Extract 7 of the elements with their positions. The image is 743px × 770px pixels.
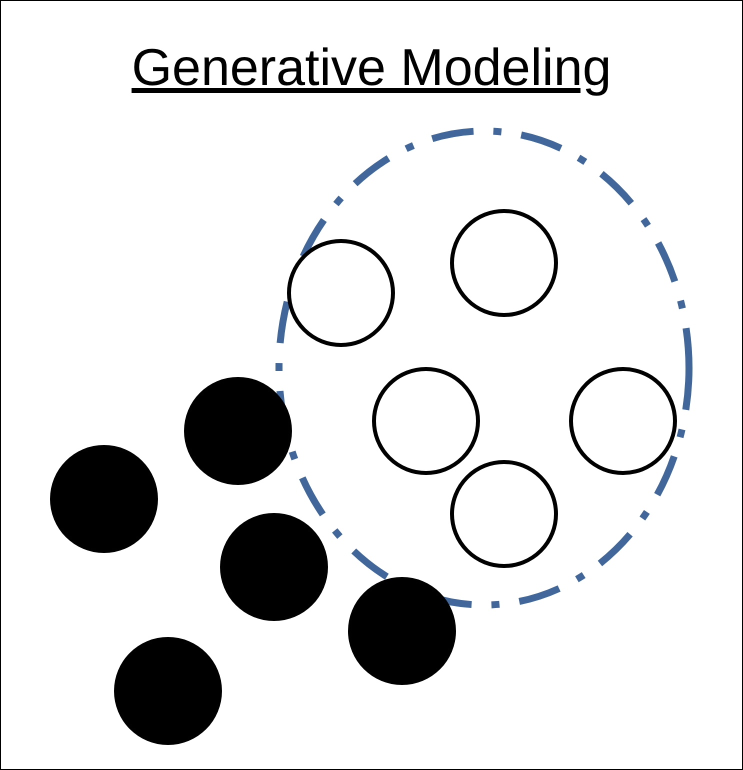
dash-dot-boundary xyxy=(275,127,693,609)
open-circle xyxy=(285,237,397,349)
open-circle xyxy=(448,458,560,570)
open-circle xyxy=(448,207,560,319)
title: Generative Modeling xyxy=(130,38,612,98)
open-circle xyxy=(370,365,482,477)
open-circle xyxy=(567,365,679,477)
